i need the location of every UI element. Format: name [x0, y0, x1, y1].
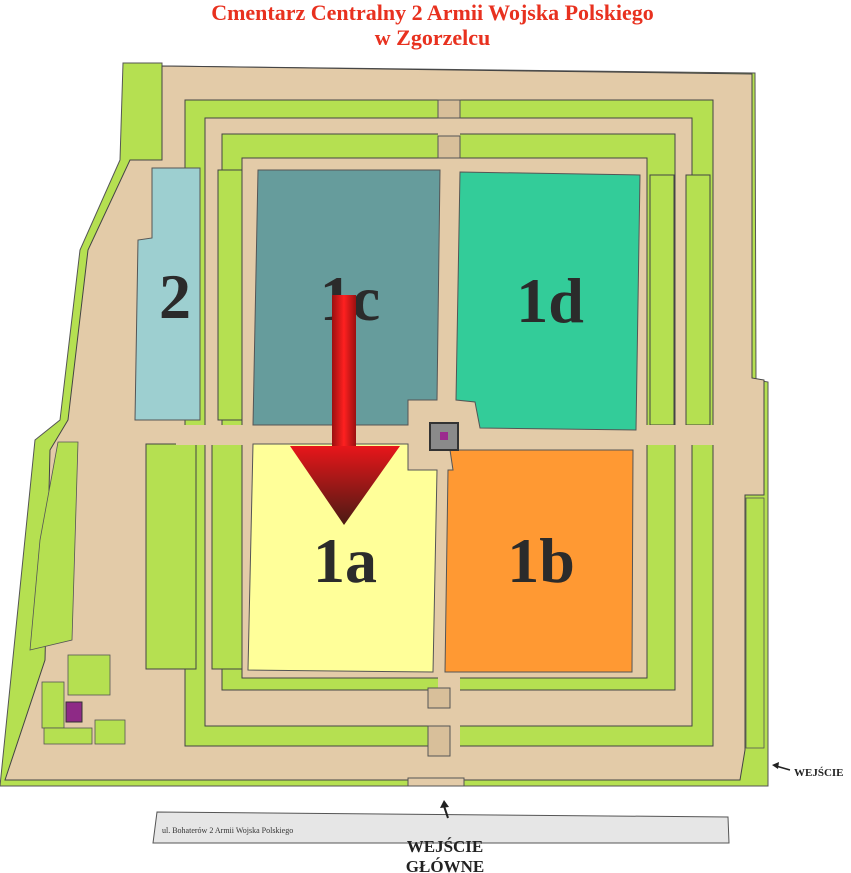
stairs	[437, 135, 461, 159]
monument-center	[440, 432, 448, 440]
hedge-right	[649, 174, 675, 426]
street	[152, 811, 730, 844]
grass-right-strip	[745, 497, 765, 749]
hedge-left	[145, 443, 197, 670]
section-1d[interactable]	[455, 171, 641, 431]
map-title: Cmentarz Centralny 2 Armii Wojska Polski…	[0, 0, 851, 50]
grass-block	[94, 719, 126, 745]
side-entrance-label: WEJŚCIE	[794, 767, 844, 779]
main-entrance-arrow-icon	[440, 800, 449, 819]
hedge-left	[211, 443, 243, 670]
hedge-left	[217, 169, 243, 421]
grass-block	[41, 681, 65, 729]
section-label-2: 2	[159, 261, 191, 332]
central-monument	[429, 422, 459, 451]
title-line-2: w Zgorzelcu	[374, 25, 491, 50]
direction-arrow	[290, 295, 400, 525]
stairs	[427, 725, 451, 757]
section-1a[interactable]	[247, 443, 438, 673]
section-label-1a: 1a	[313, 525, 377, 596]
main-gate	[407, 777, 465, 787]
chapel	[65, 701, 83, 723]
title-line-1: Cmentarz Centralny 2 Armii Wojska Polski…	[211, 0, 654, 25]
section-label-1d: 1d	[516, 265, 584, 336]
main-entrance-label-2: GŁÓWNE	[406, 857, 484, 873]
section-2[interactable]	[134, 167, 201, 421]
side-entrance-arrow-icon	[772, 762, 791, 771]
main-entrance-label-1: WEJŚCIE	[407, 837, 484, 856]
grass-block	[67, 654, 111, 696]
section-1b[interactable]	[444, 449, 634, 673]
stairs	[427, 687, 451, 709]
grass-block	[43, 727, 93, 745]
stairs	[437, 99, 461, 119]
street-label: ul. Bohaterów 2 Armii Wojska Polskiego	[162, 826, 293, 835]
hedge-right	[685, 174, 711, 426]
section-label-1b: 1b	[507, 525, 575, 596]
grass-left-strip	[29, 441, 79, 651]
